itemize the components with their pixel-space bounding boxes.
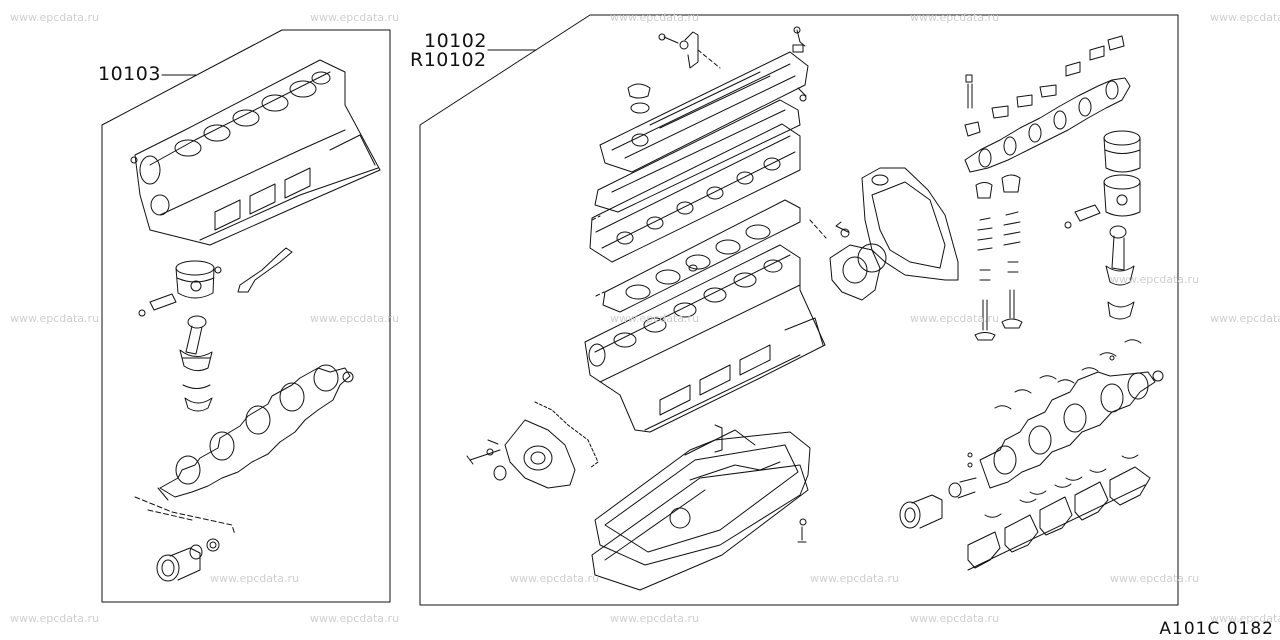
long-block-pin-clip — [1064, 221, 1072, 229]
short-block-frame — [101, 29, 391, 603]
short-block-dashed-link — [134, 496, 236, 536]
long-block-head-gasket — [602, 199, 801, 313]
long-block-crankshaft — [979, 370, 1164, 489]
label-long-block-rebuilt: R10102 — [410, 49, 487, 71]
long-block-cover-gasket — [594, 99, 801, 213]
long-block-rocker-arms — [964, 35, 1125, 137]
label-short-block: 10103 — [98, 63, 161, 85]
long-block-front-seal — [899, 477, 977, 529]
watermark: www.epcdata.ru — [910, 11, 1000, 24]
watermark: www.epcdata.ru — [10, 11, 100, 24]
watermark: www.epcdata.ru — [310, 612, 400, 625]
watermark: www.epcdata.ru — [610, 312, 700, 325]
long-block-dowels — [967, 355, 1115, 468]
long-block-top-bolt — [658, 31, 721, 69]
watermark: www.epcdata.ru — [910, 612, 1000, 625]
watermark: www.epcdata.ru — [610, 612, 700, 625]
watermark: www.epcdata.ru — [910, 312, 1000, 325]
short-block-rear-seal — [156, 538, 220, 582]
illustration-reference: A101C 0182 — [1159, 619, 1274, 639]
short-block-rod-bearing — [182, 384, 211, 389]
long-block-main-bearings-lower — [984, 454, 1139, 518]
watermark: www.epcdata.ru — [210, 572, 300, 585]
long-block-rod-cap — [1107, 301, 1135, 320]
short-block-cylinder-block — [130, 59, 381, 246]
short-block-piston — [175, 260, 222, 299]
watermark: www.epcdata.ru — [1210, 11, 1280, 24]
short-block-pin-clip — [138, 309, 146, 317]
watermark: www.epcdata.ru — [1110, 273, 1200, 286]
short-block-rod-cap — [184, 397, 213, 412]
watermark: www.epcdata.ru — [1210, 312, 1280, 325]
long-block-rocker-bolt — [965, 74, 973, 109]
long-block-cylinder-block — [584, 244, 826, 433]
long-block-front-cover — [466, 401, 599, 489]
watermark: www.epcdata.ru — [310, 11, 400, 24]
label-long-block: 10102 — [424, 30, 487, 52]
long-block-pan-gasket — [591, 464, 809, 591]
short-block-crankshaft — [157, 364, 354, 501]
long-block-oil-cap — [627, 83, 651, 114]
long-block-drain-bolt — [797, 518, 807, 543]
watermark: www.epcdata.ru — [1210, 612, 1280, 625]
long-block-valves-exhaust — [1001, 174, 1023, 329]
short-block-piston-pin — [149, 293, 177, 311]
long-block-rear-seal-retainer — [829, 221, 887, 301]
long-block-rocker-cover — [599, 51, 809, 173]
watermark: www.epcdata.ru — [810, 572, 900, 585]
long-block-main-bearings-upper — [994, 339, 1142, 410]
short-block-oil-pipe — [237, 247, 293, 293]
watermark: www.epcdata.ru — [1110, 572, 1200, 585]
long-block-piston-1 — [1103, 130, 1141, 173]
long-block-camshaft — [964, 77, 1131, 173]
watermark: www.epcdata.ru — [10, 612, 100, 625]
watermark: www.epcdata.ru — [310, 312, 400, 325]
long-block-piston-pin — [1074, 204, 1101, 222]
long-block-piston-2 — [1103, 174, 1141, 217]
short-block-connecting-rod — [179, 315, 213, 372]
long-block-rear-plate — [861, 167, 959, 281]
long-block-frame — [419, 14, 1179, 606]
watermark: www.epcdata.ru — [10, 312, 100, 325]
watermark: www.epcdata.ru — [510, 572, 600, 585]
long-block-cover-bolt — [792, 26, 807, 102]
long-block-valves-intake — [974, 182, 996, 341]
long-block-dashed-guide — [591, 215, 827, 297]
long-block-connecting-rod — [1105, 225, 1135, 286]
long-block-cylinder-head — [589, 123, 801, 263]
watermark: www.epcdata.ru — [610, 11, 700, 24]
long-block-main-bearing-caps — [967, 466, 1151, 571]
